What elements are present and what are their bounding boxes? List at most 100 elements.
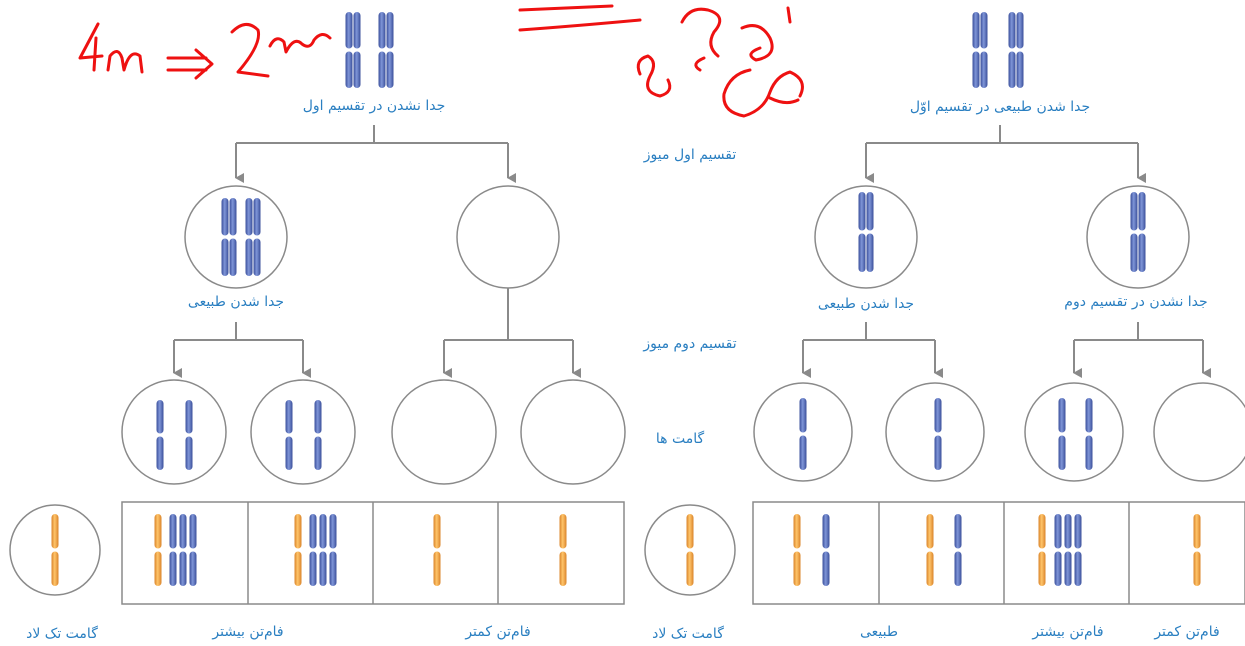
blue-chromosome xyxy=(1138,192,1146,231)
right-cells xyxy=(644,185,1245,596)
blue-chromosome xyxy=(1085,398,1093,433)
blue-chromosome xyxy=(954,551,962,586)
blue-chromosome xyxy=(314,436,322,470)
blue-chromosome xyxy=(934,398,942,433)
blue-chromosome xyxy=(345,51,353,88)
right-tree xyxy=(802,125,1211,378)
gamete-left-1 xyxy=(121,379,227,485)
blue-chromosome xyxy=(822,514,830,549)
blue-chromosome xyxy=(353,12,361,49)
blue-chromosome xyxy=(253,198,261,236)
orange-chromosome xyxy=(926,551,934,586)
handwritten-annotations xyxy=(78,4,804,118)
blue-chromosome xyxy=(954,514,962,549)
monoploid-gamete-left-label: گامت تک لاد xyxy=(26,626,98,642)
orange-chromosome xyxy=(686,551,694,586)
blue-chromosome xyxy=(799,435,807,470)
blue-chromosome xyxy=(972,12,980,49)
left-tree xyxy=(173,125,581,378)
blue-chromosome xyxy=(169,551,177,586)
meiosis1-label: تقسیم اول میوز xyxy=(643,147,737,163)
blue-chromosome xyxy=(866,233,874,272)
right-child-left-label: جدا شدن طبیعی xyxy=(817,296,915,312)
left-child-label: جدا شدن طبیعی xyxy=(187,294,285,310)
blue-chromosome xyxy=(866,192,874,231)
orange-chromosome xyxy=(686,514,694,549)
left-top-label: جدا نشدن در تقسیم اول xyxy=(302,98,446,114)
blue-chromosome xyxy=(156,400,164,434)
blue-chromosome xyxy=(378,12,386,49)
blue-chromosome xyxy=(1130,192,1138,231)
gamete-right-3 xyxy=(1024,382,1124,482)
right-child-right-label: جدا نشدن در تقسیم دوم xyxy=(1064,294,1208,310)
gamete-left-4 xyxy=(520,379,626,485)
blue-chromosome xyxy=(386,51,394,88)
monoploid-gamete-right-label: گامت تک لاد xyxy=(652,626,724,642)
blue-chromosome xyxy=(1074,514,1082,549)
cell-right-mi-a xyxy=(814,185,918,289)
cell-left-mi-a xyxy=(184,185,288,289)
orange-chromosome xyxy=(793,514,801,549)
cell-right-mi-b xyxy=(1086,185,1190,289)
blue-chromosome xyxy=(285,436,293,470)
blue-chromosome xyxy=(1064,551,1072,586)
blue-chromosome xyxy=(1054,514,1062,549)
blue-chromosome xyxy=(309,514,317,549)
blue-chromosome xyxy=(980,51,988,88)
orange-chromosome xyxy=(1193,514,1201,549)
gamete-right-4 xyxy=(1153,382,1245,482)
blue-chromosome xyxy=(1130,233,1138,272)
orange-chromosome xyxy=(433,514,441,549)
blue-chromosome xyxy=(229,238,237,276)
blue-chromosome xyxy=(189,514,197,549)
normal-label: طبیعی xyxy=(859,624,899,640)
monoploid-cell-right xyxy=(644,504,736,596)
blue-chromosome xyxy=(345,12,353,49)
blue-chromosome xyxy=(179,551,187,586)
blue-chromosome xyxy=(1058,435,1066,470)
gametes-label: گامت ها xyxy=(655,431,705,447)
orange-chromosome xyxy=(51,514,59,549)
blue-chromosome xyxy=(858,233,866,272)
blue-chromosome xyxy=(1074,551,1082,586)
gamete-right-2 xyxy=(885,382,985,482)
orange-chromosome xyxy=(433,551,441,586)
monoploid-cell-left xyxy=(9,504,101,596)
gamete-left-3 xyxy=(391,379,497,485)
more-chromosome-left-label: فام‌تن بیشتر xyxy=(212,624,284,640)
orange-chromosome xyxy=(294,551,302,586)
blue-chromosome xyxy=(1085,435,1093,470)
orange-chromosome xyxy=(793,551,801,586)
blue-chromosome xyxy=(1008,51,1016,88)
blue-chromosome xyxy=(822,551,830,586)
blue-chromosome xyxy=(169,514,177,549)
orange-chromosome xyxy=(154,514,162,549)
orange-chromosome xyxy=(294,514,302,549)
meiosis2-label: تقسیم دوم میوز xyxy=(643,336,737,352)
blue-chromosome xyxy=(980,12,988,49)
blue-chromosome xyxy=(378,51,386,88)
orange-chromosome xyxy=(1038,551,1046,586)
right-top-label: جدا شدن طبیعی در تقسیم اوّل xyxy=(909,99,1091,115)
blue-chromosome xyxy=(245,238,253,276)
blue-chromosome xyxy=(1016,51,1024,88)
orange-chromosome xyxy=(559,514,567,549)
orange-chromosome xyxy=(1038,514,1046,549)
orange-chromosome xyxy=(1193,551,1201,586)
blue-chromosome xyxy=(221,238,229,276)
blue-chromosome xyxy=(934,435,942,470)
orange-chromosome xyxy=(154,551,162,586)
blue-chromosome xyxy=(253,238,261,276)
gamete-left-2 xyxy=(250,379,356,485)
blue-chromosome xyxy=(179,514,187,549)
blue-chromosome xyxy=(972,51,980,88)
more-chromosome-right-label: فام‌تن بیشتر xyxy=(1032,624,1104,640)
blue-chromosome xyxy=(309,551,317,586)
blue-chromosome xyxy=(185,400,193,434)
blue-chromosome xyxy=(1054,551,1062,586)
left-cells xyxy=(9,185,626,596)
blue-chromosome xyxy=(799,398,807,433)
blue-chromosome xyxy=(329,551,337,586)
blue-chromosome xyxy=(1016,12,1024,49)
